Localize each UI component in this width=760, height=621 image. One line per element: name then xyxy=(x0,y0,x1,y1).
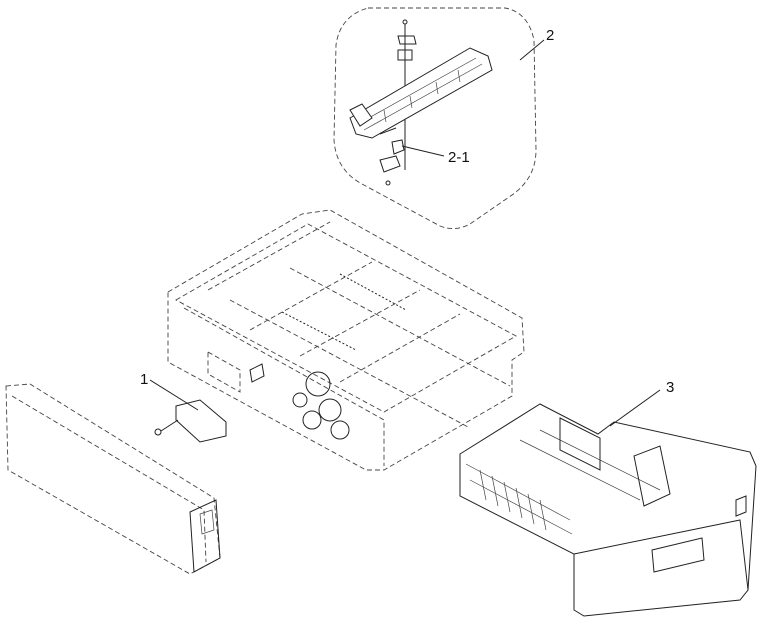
leader-1 xyxy=(149,379,199,411)
callout-1: 1 xyxy=(140,371,148,388)
leader-lines xyxy=(149,39,661,427)
callout-2: 2 xyxy=(546,27,554,44)
paper-tray-assembly xyxy=(459,403,757,617)
main-frame-assembly xyxy=(167,209,525,471)
detail-bubble-assembly-2 xyxy=(333,7,537,229)
left-side-cover xyxy=(5,383,221,575)
leader-3 xyxy=(609,389,661,427)
part-1-plate xyxy=(154,399,227,443)
leader-2-1 xyxy=(401,145,445,157)
callout-3: 3 xyxy=(666,379,674,396)
leader-2 xyxy=(519,39,545,61)
callout-2-1: 2-1 xyxy=(448,149,470,166)
